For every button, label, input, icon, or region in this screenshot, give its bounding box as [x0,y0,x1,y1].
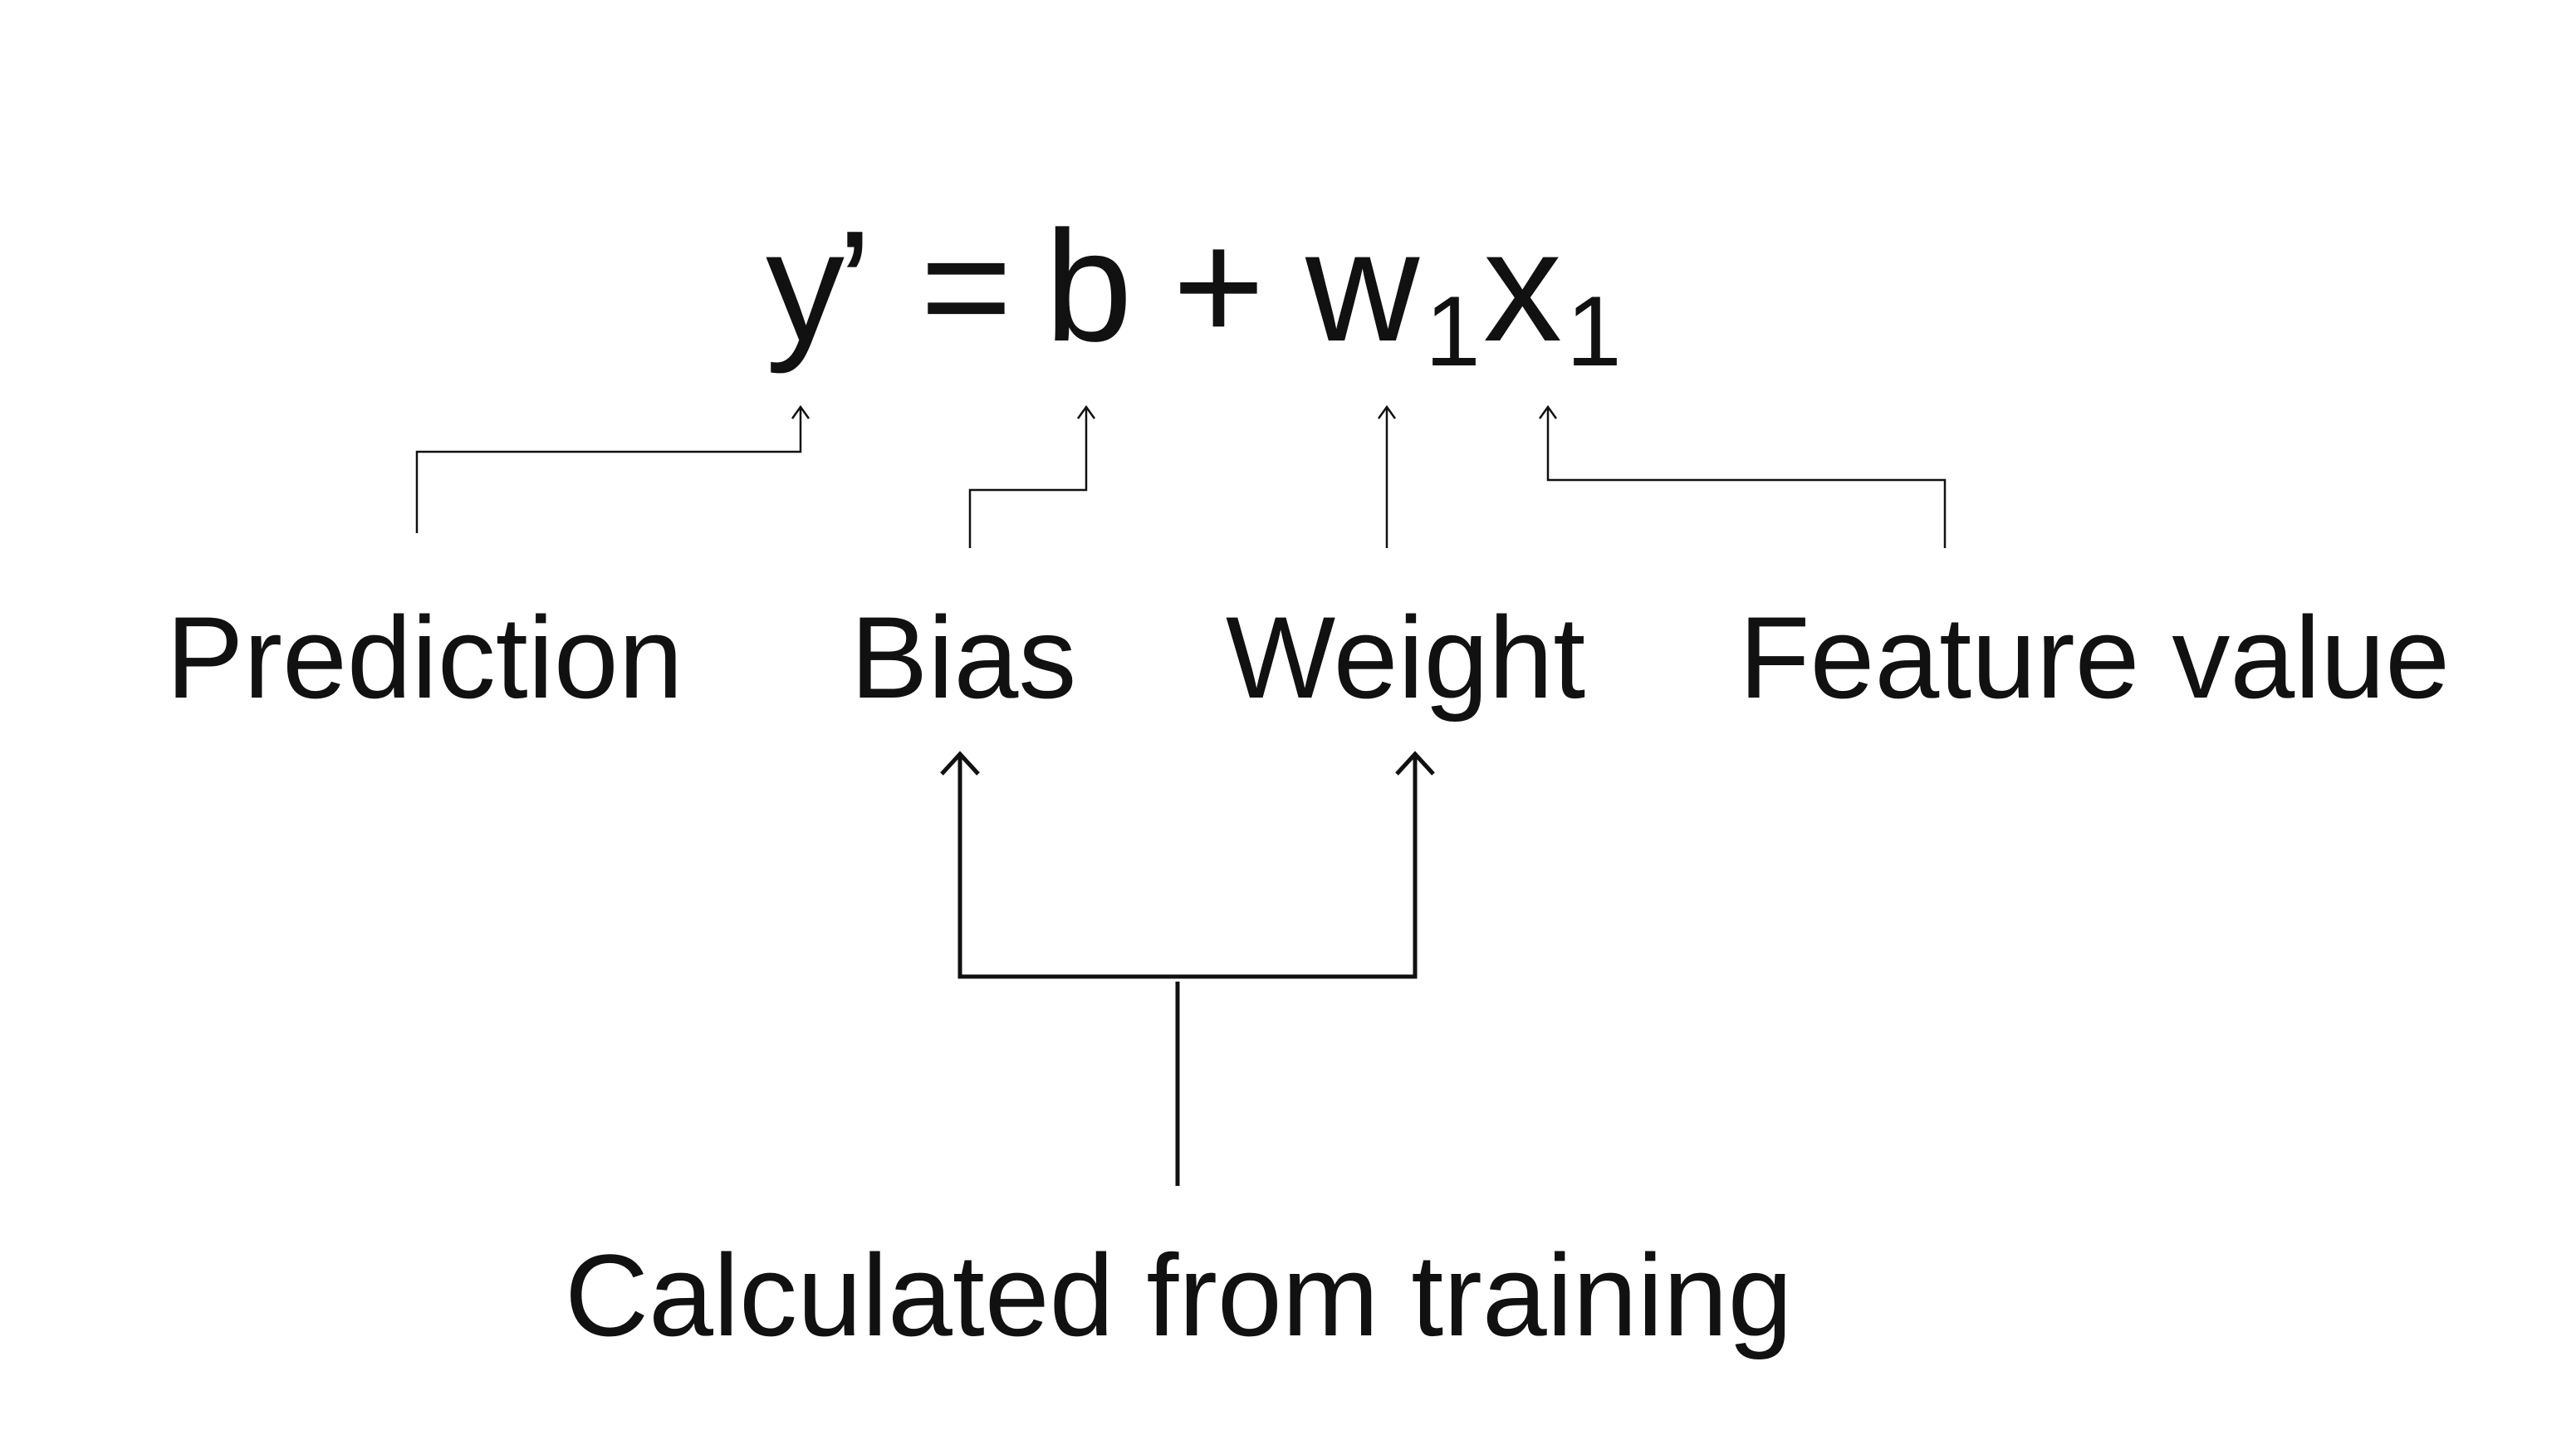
equation: y ’ = b + w 1 x 1 [766,198,1622,387]
equation-x: x [1483,198,1562,375]
weight-arrowhead [1377,404,1397,419]
equation-x-subscript: 1 [1566,276,1622,387]
equation-equals: = [920,198,1012,375]
feature-value-connector [1546,409,1947,548]
bias-arrowhead [1076,404,1096,419]
label-prediction: Prediction [166,592,683,722]
equation-w: w [1305,198,1420,375]
equation-plus: + [1173,198,1265,375]
equation-w-subscript: 1 [1425,276,1481,387]
label-weight: Weight [1226,592,1585,722]
label-feature-value: Feature value [1739,592,2450,722]
label-bias: Bias [850,592,1076,722]
equation-prime: ’ [837,198,872,375]
training-bracket-line [957,756,1418,979]
prediction-arrowhead [791,404,811,419]
equation-b: b [1045,198,1133,375]
bias-connector [968,409,1088,548]
training-bracket [940,751,1435,1186]
weight-up-arrowhead [1395,751,1435,776]
bias-up-arrowhead [940,751,980,776]
upper-connectors [415,404,1947,548]
term-labels: Prediction Bias Weight Feature value [166,592,2450,722]
feature-value-arrowhead [1538,404,1558,419]
equation-y: y [766,198,845,375]
prediction-connector [415,409,802,533]
label-calculated-from-training: Calculated from training [565,1230,1792,1360]
